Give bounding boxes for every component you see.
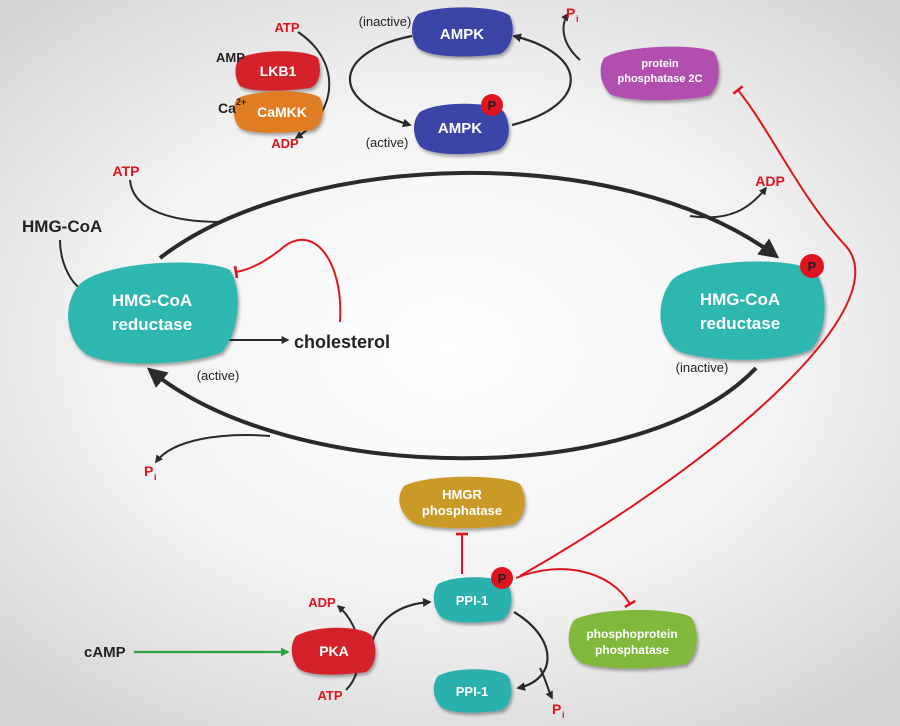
ppi1-inactive-shape [433, 669, 512, 713]
amp-label: AMP [216, 50, 245, 65]
top-pi-label-base: P [566, 5, 575, 21]
pka-shape [291, 627, 376, 675]
camkk-shape [233, 91, 323, 133]
hmgcr-phospho-badge-label: P [808, 259, 817, 274]
ppi1-inactive-node: PPI-1 [433, 669, 512, 713]
ampk-inactive-state: (inactive) [359, 14, 412, 29]
ampk-active-state: (active) [366, 135, 409, 150]
mid-atp-label: ATP [113, 163, 140, 179]
lkb1-node: LKB1 [235, 51, 320, 91]
bottom-pi-label-base: P [552, 701, 561, 717]
pp2c-label-line1: protein [641, 58, 679, 70]
bottom-atp-label: ATP [317, 688, 342, 703]
cholesterol-feedback-inhibition [233, 238, 342, 323]
top-pi-label: P i [566, 5, 579, 24]
hmgcr-active-state: (active) [197, 368, 240, 383]
ampk-activation-arrow [348, 34, 413, 128]
pka-label: PKA [319, 643, 349, 659]
ampk-phospho-badge [481, 94, 503, 116]
ppi1-phosphorylation-arrow [368, 598, 432, 651]
ppi1-inactive-label: PPI-1 [456, 684, 489, 699]
ampk-inactive-label: AMPK [440, 26, 484, 43]
hmgcr-active-shape [68, 262, 238, 364]
phosphoprotein-phosphatase-shape [568, 610, 697, 669]
hmgcr-phospho-badge [800, 254, 824, 278]
pp2c-label-line2: phosphatase 2C [618, 73, 703, 85]
top-pi-label-sub: i [576, 14, 579, 24]
bottom-pi-label: P i [552, 701, 565, 720]
ampk-active-shape [414, 103, 509, 155]
camkk-node: CaMKK [233, 91, 323, 133]
hmgr-phosphatase-node: HMGR phosphatase [399, 476, 525, 529]
calcium-label: Ca 2+ [218, 97, 246, 116]
mid-pi-label-sub: i [154, 472, 157, 482]
top-pi-arrow [561, 12, 581, 61]
hmgr-phosphatase-label-line2: phosphatase [422, 503, 502, 518]
phosphoprotein-phosphatase-node: phosphoprotein phosphatase [568, 610, 697, 669]
hmgcr-inactive-state: (inactive) [676, 360, 729, 375]
hmgcoa-substrate-line [59, 239, 83, 291]
mid-pi-label: P i [144, 463, 157, 482]
ampk-inactive-node: AMPK [412, 7, 513, 57]
hmgcoa-substrate-label: HMG-CoA [22, 217, 102, 236]
hmgcr-inactive-label-line2: reductase [700, 314, 780, 333]
ampk-active-node: AMPK P [414, 94, 509, 155]
lkb1-label: LKB1 [260, 63, 297, 79]
ppi1-inhibits-phosphoprotein-phosphatase [515, 568, 636, 609]
ampk-inactive-shape [412, 7, 513, 57]
cholesterol-label: cholesterol [294, 332, 390, 352]
pp2c-shape [600, 46, 719, 101]
mid-pi-label-base: P [144, 463, 153, 479]
top-atp-label: ATP [274, 20, 299, 35]
hmgcr-inactive-node: HMG-CoA reductase P [660, 254, 825, 360]
ampk-dephosphorylation-arrow [511, 33, 572, 127]
bottom-pi-label-sub: i [562, 710, 565, 720]
ppi1-dephosphorylation-arrow [513, 611, 549, 691]
mid-adp-label: ADP [755, 173, 785, 189]
hmgr-phosphatase-shape [399, 476, 525, 529]
hmgcr-inactive-label-line1: HMG-CoA [700, 290, 780, 309]
ppi1-phospho-badge-label: P [498, 571, 507, 586]
hmgcr-active-node: HMG-CoA reductase [68, 262, 238, 364]
pp2c-node: protein phosphatase 2C [600, 46, 719, 101]
phosphoprotein-phosphatase-label-line2: phosphatase [595, 643, 669, 657]
calcium-label-base: Ca [218, 100, 236, 116]
ampk-phospho-badge-label: P [488, 98, 497, 113]
bottom-adp-label: ADP [308, 595, 336, 610]
ppi1-active-shape [433, 577, 512, 623]
mid-atp-arrow [129, 179, 223, 223]
bottom-pi-arrow [539, 667, 553, 700]
ampk-cycle [294, 12, 581, 139]
ppi1-cycle [134, 85, 857, 700]
phosphoprotein-phosphatase-label-line1: phosphoprotein [586, 627, 677, 641]
hmgcr-active-label-line2: reductase [112, 315, 192, 334]
hmgcr-active-label-line1: HMG-CoA [112, 291, 192, 310]
ppi1-phospho-badge [491, 567, 513, 589]
hmgcr-dephosphorylation-arrow [146, 366, 758, 461]
camp-label: cAMP [84, 644, 126, 661]
ampk-active-label: AMPK [438, 120, 482, 137]
mid-pi-arrow [155, 434, 271, 464]
ppi1-active-label: PPI-1 [456, 593, 489, 608]
ppi1-inhibits-pp2c [519, 85, 857, 577]
lkb1-shape [235, 51, 320, 91]
hmgcr-phosphorylation-arrow [158, 170, 780, 260]
calcium-label-charge: 2+ [236, 97, 246, 107]
pka-node: PKA [291, 627, 376, 675]
top-adp-label: ADP [271, 136, 299, 151]
ppi1-active-node: PPI-1 P [433, 567, 513, 623]
hmgr-phosphatase-label-line1: HMGR [442, 487, 482, 502]
hmgcr-inactive-shape [660, 261, 825, 360]
mid-adp-arrow [689, 186, 767, 219]
camkk-label: CaMKK [257, 104, 307, 120]
